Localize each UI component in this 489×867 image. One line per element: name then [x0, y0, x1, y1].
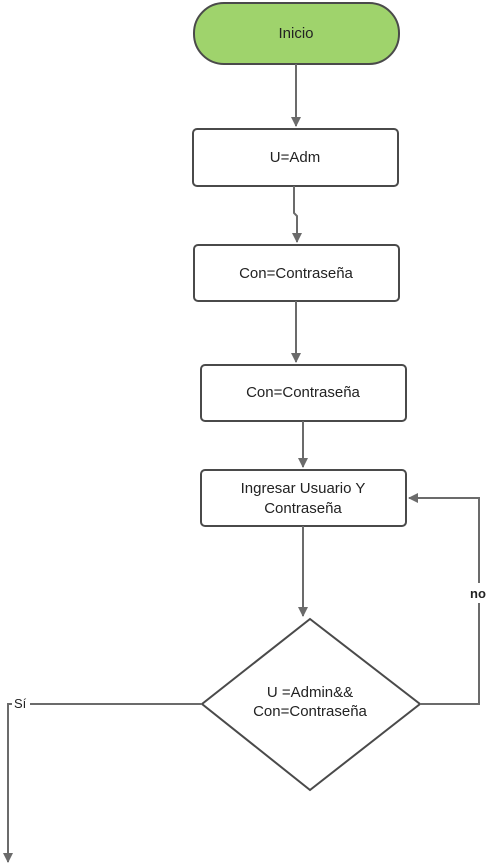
process-box-ingresar	[200, 469, 407, 527]
decision-diamond	[200, 617, 422, 792]
process-box-u-adm	[192, 128, 399, 187]
process-label-u-adm: U=Adm	[270, 149, 320, 166]
process-label-con-2: Con=Contraseña	[246, 384, 360, 401]
decision-label-line2: Con=Contraseña	[253, 703, 367, 720]
edge-label-no: no	[470, 586, 486, 601]
arrow-yes-exit	[3, 703, 202, 863]
no-label-bg	[466, 583, 489, 603]
process-label-con-1: Con=Contraseña	[239, 265, 353, 282]
process-label-ingresar-line1: Ingresar Usuario Y	[241, 480, 366, 497]
decision-label-line1: U =Admin&&	[267, 684, 353, 701]
yes-label-bg	[12, 694, 30, 712]
start-label: Inicio	[278, 25, 313, 42]
process-label-ingresar-line2: Contraseña	[264, 500, 342, 517]
edge-label-yes: Sí	[14, 696, 27, 711]
arrow-step1-to-step2	[292, 186, 302, 243]
